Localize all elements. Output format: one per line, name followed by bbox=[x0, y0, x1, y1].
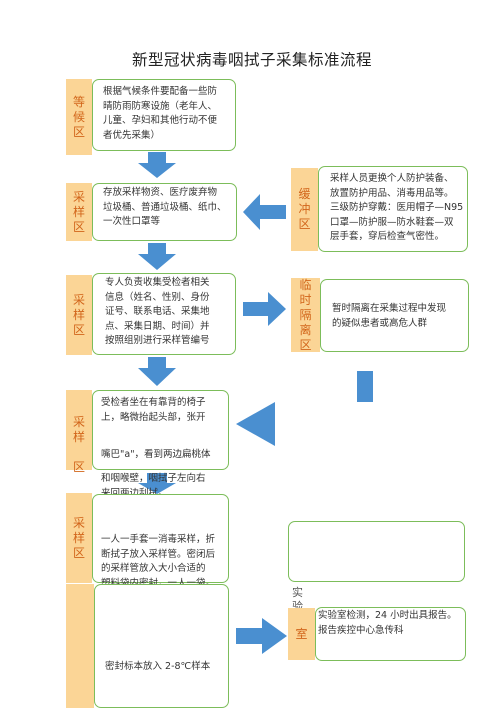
lab-label-top: 实 验 bbox=[292, 586, 303, 613]
lab-text: 实验室检测，24 小时出具报告。 报告疾控中心急传科 bbox=[318, 610, 457, 636]
registration-box bbox=[92, 273, 236, 355]
arrow-right-lab bbox=[236, 618, 287, 654]
stage-sampling-area-3-tail: 区 bbox=[73, 460, 86, 474]
sampling-text-1: 受检者坐在有靠背的椅子 上，略微抬起头部，张开 bbox=[101, 397, 206, 423]
arrow-left-buffer bbox=[243, 194, 286, 230]
lab-box bbox=[315, 607, 466, 661]
lab-upper-box bbox=[288, 521, 465, 582]
stage-sampling-area-3: 采 样 bbox=[66, 390, 92, 470]
arrow-left-sampling bbox=[236, 371, 373, 446]
waiting-area-text: 根据气候条件要配备一些防 晴防雨防寒设施（老年人、 儿童、孕妇和其他行动不便 者… bbox=[103, 86, 218, 141]
buffer-zone-text: 采样人员更换个人防护装备、 放置防护用品、消毒用品等。 三级防护穿戴：医用帽子—… bbox=[330, 173, 464, 242]
isolation-box bbox=[320, 279, 469, 352]
stage-sealed-sample bbox=[66, 584, 94, 708]
isolation-text: 暂时隔离在采集过程中发现 的疑似患者或高危人群 bbox=[332, 303, 447, 329]
stage-sampling-area-1: 采 样 区 bbox=[66, 183, 92, 241]
arrow-down-2 bbox=[138, 243, 176, 270]
stage-buffer-zone: 缓 冲 区 bbox=[291, 168, 318, 251]
stage-isolation-zone: 临 时 隔 离 区 bbox=[291, 278, 320, 352]
sampling-box bbox=[92, 390, 229, 470]
materials-text: 存放采样物资、医疗废弃物 垃圾桶、普通垃圾桶、纸巾、 一次性口罩等 bbox=[103, 187, 227, 227]
stage-sampling-area-4: 采 样 区 bbox=[66, 493, 92, 583]
arrow-down-4 bbox=[138, 473, 176, 494]
tube-text: 一人一手套一消毒采样，折 断拭子放入采样管。密闭后 的采样管放入大小合适的 塑料… bbox=[101, 534, 216, 589]
waiting-area-box bbox=[92, 79, 236, 151]
page-title: 新型冠状病毒咽拭子采集标准流程 bbox=[131, 51, 372, 69]
sampling-text-2: 嘴巴"a"，看到两边扁桃体 bbox=[101, 449, 211, 460]
arrow-right-isolation bbox=[243, 292, 286, 326]
stage-laboratory: 室 bbox=[288, 608, 315, 660]
sampling-text-3: 和咽喉壁，咽拭子左向右 来回两边刮拭。 bbox=[101, 473, 206, 499]
arrow-down-1 bbox=[138, 152, 176, 178]
sealed-sample-box bbox=[94, 584, 229, 708]
stage-waiting-area: 等 候 区 bbox=[66, 79, 92, 155]
stage-sampling-area-2: 采 样 区 bbox=[66, 275, 92, 355]
tube-box bbox=[92, 494, 229, 583]
buffer-zone-box bbox=[318, 166, 468, 252]
materials-box bbox=[92, 183, 237, 241]
registration-text: 专人负责收集受检者相关 信息（姓名、性别、身份 证号、联系电话、采集地 点、采集… bbox=[105, 277, 210, 346]
arrow-down-3 bbox=[138, 357, 176, 386]
sealed-sample-text: 密封标本放入 2-8℃样本 bbox=[105, 661, 211, 672]
